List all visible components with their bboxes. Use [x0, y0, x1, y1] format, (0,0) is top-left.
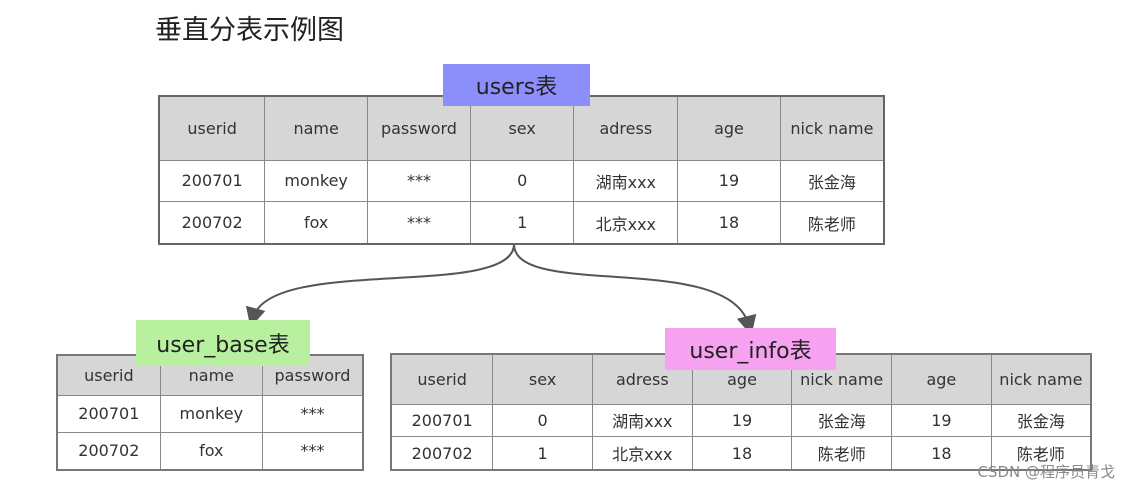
table-cell: *** [367, 159, 471, 203]
table-cell: 北京xxx [573, 201, 679, 245]
table-cell: 1 [492, 436, 593, 471]
table-cell: 北京xxx [591, 436, 693, 471]
table-cell: 200701 [390, 403, 494, 438]
header-cell: age [677, 95, 781, 161]
table-cell: *** [261, 394, 364, 433]
table-cell: 1 [469, 201, 575, 245]
header-cell: userid [390, 353, 494, 405]
table-row: 200701 0 湖南xxx 19 张金海 19 张金海 [390, 403, 1092, 438]
table-cell: *** [367, 201, 471, 245]
table-cell: 陈老师 [791, 436, 893, 471]
table-cell: fox [264, 201, 369, 245]
table-cell: 18 [891, 436, 992, 471]
header-cell: nick name [990, 353, 1092, 405]
table-cell: 200702 [390, 436, 494, 471]
header-cell: userid [158, 95, 266, 161]
table-cell: 湖南xxx [573, 159, 679, 203]
table-cell: 200701 [158, 159, 266, 203]
user-base-table: userid name password 200701 monkey *** 2… [56, 354, 364, 471]
table-header-row: userid name password sex adress age nick… [158, 95, 885, 161]
table-cell: fox [159, 431, 263, 471]
table-cell: 陈老师 [779, 201, 885, 245]
page-title: 垂直分表示例图 [155, 15, 344, 46]
users-table-label: users表 [443, 64, 590, 106]
table-cell: 0 [492, 403, 593, 438]
table-row: 200701 monkey *** [56, 394, 364, 433]
header-cell: adress [591, 353, 693, 405]
table-cell: monkey [159, 394, 263, 433]
table-cell: monkey [264, 159, 369, 203]
table-cell: 200701 [56, 394, 161, 433]
header-cell: nick name [791, 353, 893, 405]
header-cell: adress [573, 95, 679, 161]
header-cell: age [891, 353, 992, 405]
table-cell: 0 [469, 159, 575, 203]
table-cell: 18 [691, 436, 793, 471]
user-base-table-label: user_base表 [136, 320, 310, 366]
header-cell: sex [492, 353, 593, 405]
user-info-table: userid sex adress age nick name age nick… [390, 353, 1092, 471]
watermark: CSDN @程序员青戈 [977, 463, 1115, 481]
table-cell: 18 [677, 201, 781, 245]
table-cell: 陈老师 [990, 436, 1092, 471]
table-cell: 19 [677, 159, 781, 203]
arrow-to-user-base [245, 243, 515, 328]
table-cell: 200702 [56, 431, 161, 471]
table-row: 200701 monkey *** 0 湖南xxx 19 张金海 [158, 159, 885, 203]
table-cell: 张金海 [779, 159, 885, 203]
table-cell: 张金海 [990, 403, 1092, 438]
table-cell: 张金海 [791, 403, 893, 438]
table-cell: *** [261, 431, 364, 471]
table-cell: 19 [691, 403, 793, 438]
table-cell: 湖南xxx [591, 403, 693, 438]
arrow-to-user-info [513, 243, 757, 336]
table-row: 200702 fox *** [56, 431, 364, 471]
header-cell: name [264, 95, 369, 161]
table-row: 200702 1 北京xxx 18 陈老师 18 陈老师 [390, 436, 1092, 471]
header-cell: nick name [779, 95, 885, 161]
table-cell: 19 [891, 403, 992, 438]
table-cell: 200702 [158, 201, 266, 245]
users-table: userid name password sex adress age nick… [158, 95, 885, 245]
table-row: 200702 fox *** 1 北京xxx 18 陈老师 [158, 201, 885, 245]
header-cell: password [367, 95, 471, 161]
user-info-table-label: user_info表 [665, 328, 836, 370]
